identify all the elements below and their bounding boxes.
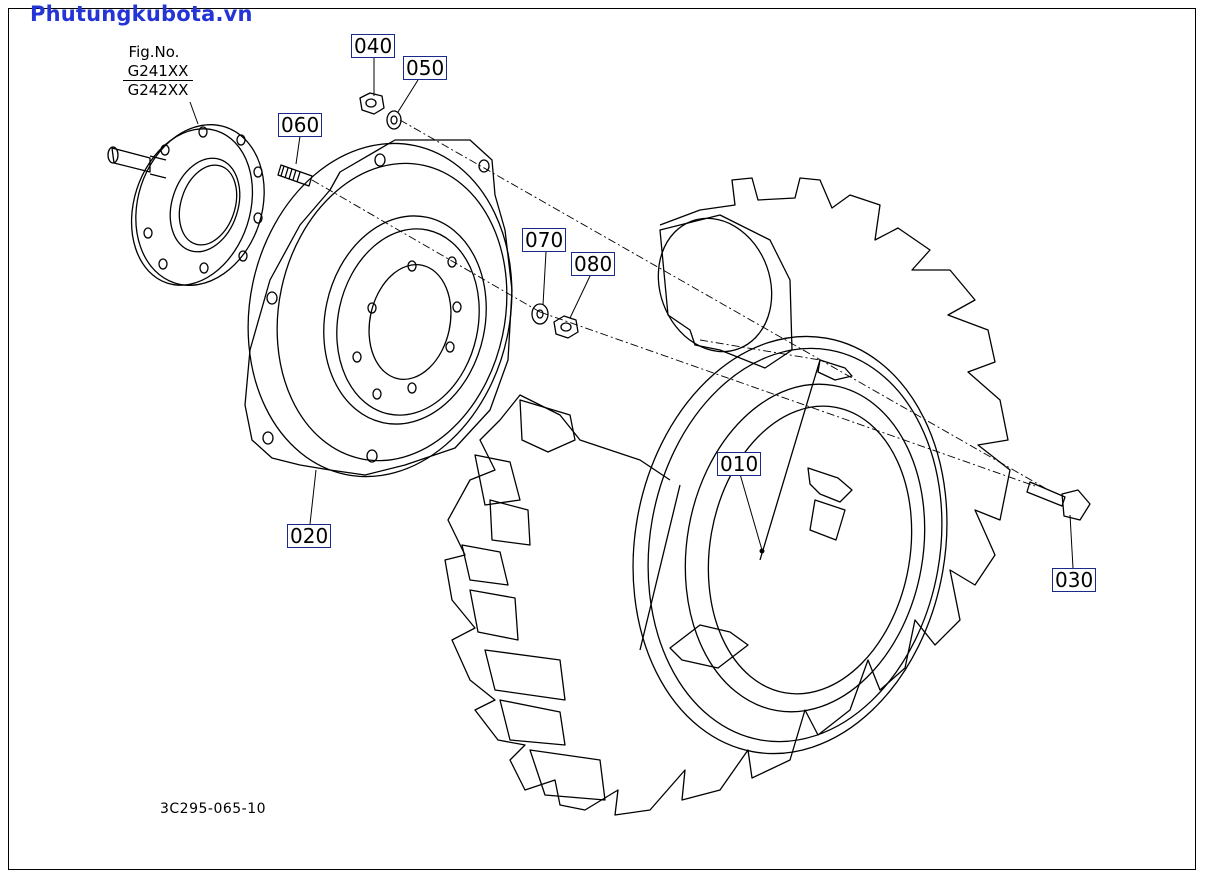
diagram-frame: [8, 8, 1196, 870]
nut-040: [359, 92, 385, 115]
axle-hub-flange: [107, 124, 265, 286]
washer-050: [386, 110, 402, 130]
callout-060[interactable]: 060: [278, 113, 323, 137]
callout-020[interactable]: 020: [287, 524, 332, 548]
fig-label: Fig.No.: [128, 43, 180, 61]
callout-010[interactable]: 010: [717, 452, 762, 476]
brand-watermark: Phutungkubota.vn: [30, 2, 253, 26]
callout-070[interactable]: 070: [522, 228, 567, 252]
stud-060: [277, 164, 313, 187]
washer-070: [531, 303, 549, 325]
callout-050[interactable]: 050: [403, 56, 448, 80]
bolt-030: [1026, 481, 1091, 521]
fig-ref-2: G242XX: [127, 81, 189, 99]
callout-040[interactable]: 040: [351, 34, 396, 58]
drawing-code: 3C295-065-10: [160, 801, 267, 817]
callout-080[interactable]: 080: [571, 252, 616, 276]
wheel-disc-020: [244, 139, 513, 478]
nut-080: [553, 315, 579, 339]
callout-030[interactable]: 030: [1052, 568, 1097, 592]
tire-and-rim-010: [444, 177, 1011, 816]
fig-ref-1: G241XX: [123, 62, 193, 81]
